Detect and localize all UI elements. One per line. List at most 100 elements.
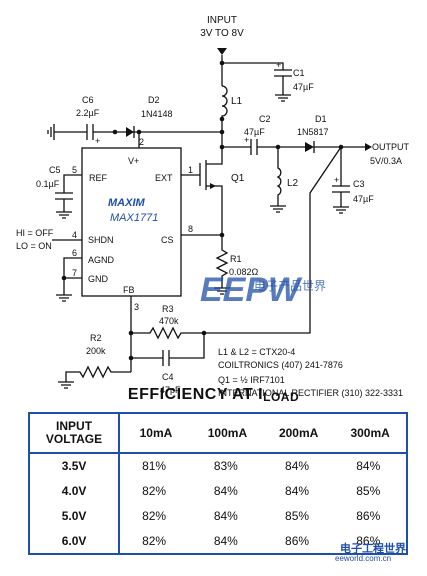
ground-agnd: [56, 257, 82, 302]
table-cell: 86%: [285, 533, 310, 548]
table-cell: 85%: [285, 508, 310, 523]
table-cell: 85%: [356, 484, 381, 499]
row-voltage: 3.5V: [29, 453, 121, 479]
capacitor-c5: [55, 174, 82, 219]
q1-label: Q1: [231, 173, 245, 184]
output-arrow: [365, 143, 372, 151]
ground-symbol: [275, 94, 291, 102]
inductor-l1: [221, 85, 228, 132]
table-cell: 82%: [142, 533, 167, 548]
pin-agnd: AGND: [88, 255, 115, 265]
pin-ref: REF: [89, 173, 108, 183]
l1-label: L1: [231, 96, 243, 107]
ground-symbol: [47, 124, 55, 140]
pin-num-8: 8: [188, 224, 193, 234]
wire-feedback: [204, 146, 342, 334]
inductor-l2: [270, 147, 286, 213]
row-voltage: 6.0V: [29, 528, 121, 554]
c2-value: 47µF: [244, 127, 265, 137]
row-voltage: 4.0V: [29, 478, 121, 504]
pin-num-4: 4: [72, 230, 77, 240]
svg-text:+: +: [95, 136, 100, 146]
watermark-cn-text: 电子产品世界: [254, 279, 326, 293]
table-cell: 82%: [142, 484, 167, 499]
table-row: 5.0V 82% 84% 85% 86%: [29, 503, 407, 529]
watermark-logo: EEPW: [200, 271, 303, 309]
input-label: INPUT: [207, 15, 237, 26]
pin-num-5: 5: [72, 165, 77, 175]
r2-label: R2: [90, 333, 102, 343]
table-cell: 84%: [285, 484, 310, 499]
input-range: 3V TO 8V: [200, 28, 244, 39]
c6-label: C6: [82, 95, 94, 105]
header-10ma: 10mA: [119, 413, 192, 454]
output-value: 5V/0.3A: [370, 156, 402, 166]
table-cell: 84%: [213, 533, 238, 548]
input-arrow: [217, 48, 227, 55]
note-line-3: Q1 = ½ IRF7101: [218, 375, 285, 385]
table-row: 3.5V 81% 83% 84% 84%: [29, 453, 407, 479]
efficiency-title: EFFICIENCY AT ILOAD: [127, 386, 300, 404]
diode-d1: [305, 142, 314, 152]
c2-label: C2: [259, 114, 271, 124]
diode-d2: [126, 127, 134, 137]
watermark-site-name: 电子工程世界: [340, 543, 406, 555]
capacitor-c6: [54, 124, 222, 140]
r2-value: 200k: [86, 346, 106, 356]
lo-on: LO = ON: [16, 241, 52, 251]
note-line-2: COILTRONICS (407) 241-7876: [218, 360, 343, 370]
table-cell: 84%: [213, 484, 238, 499]
pin-ext: EXT: [155, 173, 173, 183]
svg-text:+: +: [244, 135, 249, 145]
table-cell: 84%: [285, 459, 310, 474]
table-cell: 82%: [142, 508, 167, 523]
pin-num-7: 7: [72, 268, 77, 278]
ic-brand: MAXIM: [108, 197, 146, 209]
r3-value: 470k: [159, 316, 179, 326]
table-cell: 81%: [142, 459, 167, 474]
table-cell: 83%: [213, 459, 238, 474]
capacitor-c4: [131, 333, 205, 366]
pin-shdn: SHDN: [88, 235, 114, 245]
note-line-1: L1 & L2 = CTX20-4: [218, 347, 295, 357]
schematic-diagram: INPUT 3V TO 8V + C1 47µF L1 + C6 2.2µF D…: [16, 15, 410, 398]
resistor-r1: [181, 234, 230, 295]
pin-fb: FB: [123, 285, 135, 295]
junction: [219, 116, 225, 122]
pin-num-6: 6: [72, 248, 77, 258]
hi-off: HI = OFF: [16, 228, 54, 238]
r3-label: R3: [162, 304, 174, 314]
ic-part: MAX1771: [110, 212, 158, 224]
row-voltage: 5.0V: [29, 503, 121, 529]
note-line-4: INTERNATIONAL RECTIFIER (310) 322-3331: [218, 388, 403, 398]
c4-label: C4: [162, 372, 174, 382]
r1-label: R1: [230, 254, 242, 264]
pin-num-1: 1: [188, 165, 193, 175]
pin-cs: CS: [161, 235, 174, 245]
capacitor-c1: [222, 62, 292, 95]
table-cell: 84%: [213, 508, 238, 523]
table-cell: 86%: [356, 533, 381, 548]
pin-vplus: V+: [128, 156, 139, 166]
c3-value: 47µF: [353, 194, 374, 204]
c4-value: 47pF: [160, 385, 181, 395]
c1-label: C1: [293, 68, 305, 78]
capacitor-c2: [222, 139, 305, 155]
resistor-r2: [58, 365, 131, 389]
c3-label: C3: [353, 179, 365, 189]
c5-value: 0.1µF: [36, 179, 60, 189]
d2-label: D2: [148, 95, 160, 105]
d1-value: 1N5817: [297, 127, 329, 137]
table-cell: 86%: [356, 508, 381, 523]
c6-value: 2.2µF: [76, 108, 100, 118]
header-200ma: 200mA: [263, 413, 335, 454]
d1-label: D1: [315, 114, 327, 124]
svg-text:+: +: [276, 60, 281, 70]
header-100ma: 100mA: [191, 413, 264, 454]
pin-gnd: GND: [88, 274, 109, 284]
table-row: 6.0V 82% 84% 86% 86%: [29, 528, 407, 554]
c1-value: 47µF: [293, 82, 314, 92]
